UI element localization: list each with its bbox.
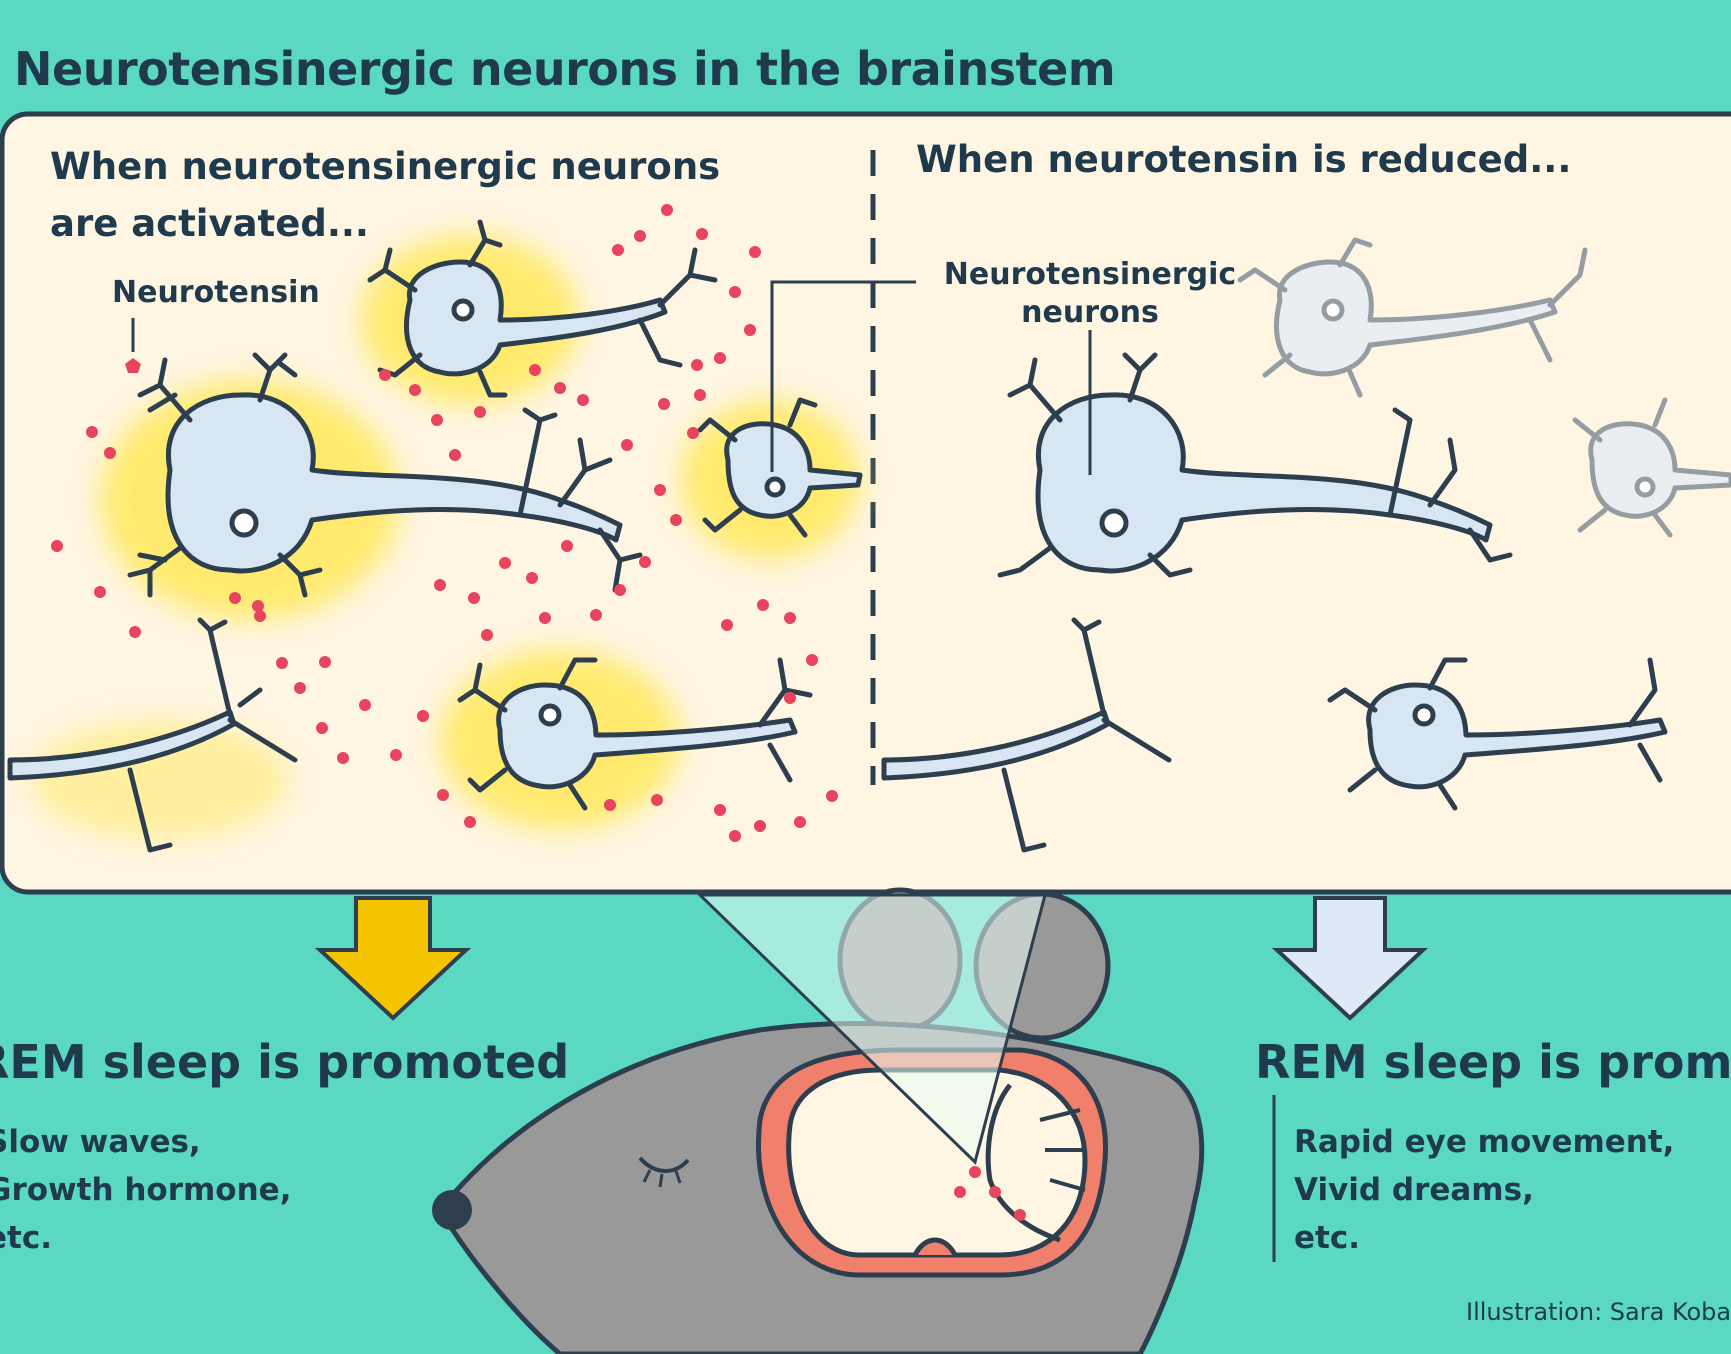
neurotensin-dot-icon — [51, 204, 838, 842]
left-outcome-list: Slow waves, Growth hormone, etc. — [0, 1118, 291, 1262]
illustration-credit: Illustration: Sara Koba — [1466, 1298, 1731, 1326]
neuron-icon — [1237, 237, 1588, 398]
closed-eye-icon — [638, 1156, 690, 1173]
brain-icon — [756, 1047, 1109, 1278]
neuron-icon — [457, 657, 813, 811]
down-arrow-icon — [314, 896, 472, 1021]
neurons-label-line2: neurons — [1021, 295, 1159, 330]
right-outcome-list: Rapid eye movement, Vivid dreams, etc. — [1294, 1118, 1674, 1262]
list-item: Slow waves, — [0, 1124, 201, 1160]
right-outcome-title: REM sleep is promot — [1255, 1035, 1731, 1089]
zoom-cone — [696, 893, 1047, 1165]
neuron-icon — [367, 219, 718, 398]
list-item: etc. — [0, 1220, 52, 1256]
left-panel-heading: When neurotensinergic neurons are activa… — [50, 145, 721, 245]
page-title: Neurotensinergic neurons in the brainste… — [14, 42, 1116, 96]
neurons-label: Neurotensinergic neurons — [900, 256, 1280, 332]
list-item: Growth hormone, — [0, 1172, 292, 1208]
neuron-icon — [1572, 397, 1731, 538]
neuron-icon — [127, 352, 643, 598]
list-item: Vivid dreams, — [1294, 1172, 1534, 1208]
down-arrow-icon — [1271, 896, 1429, 1021]
right-panel-heading: When neurotensin is reduced... — [916, 138, 1572, 181]
list-item: etc. — [1294, 1220, 1360, 1256]
neurotensin-label: Neurotensin — [112, 275, 320, 310]
neuron-icon — [697, 397, 863, 538]
neuron-icon — [997, 352, 1513, 578]
neuron-pointer-left — [770, 280, 916, 472]
left-outcome-title: REM sleep is promoted — [0, 1035, 570, 1089]
neurons-label-line1: Neurotensinergic — [943, 257, 1237, 292]
list-item: Rapid eye movement, — [1294, 1124, 1675, 1160]
neuron-icon — [1327, 657, 1668, 811]
nose — [432, 1190, 472, 1230]
